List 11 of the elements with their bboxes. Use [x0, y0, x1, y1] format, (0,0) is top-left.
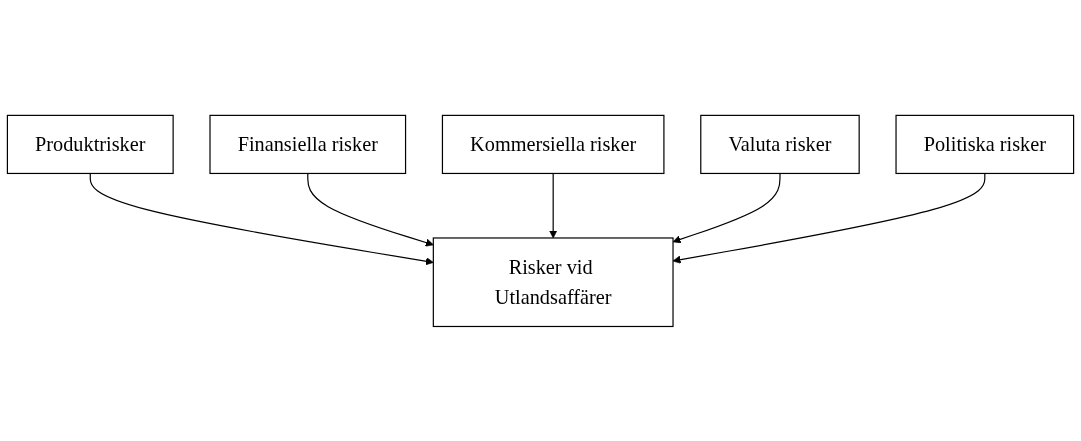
node-box: Valuta risker [700, 114, 860, 174]
node-box: Finansiella risker [209, 114, 407, 174]
node-box: Kommersiella risker [441, 114, 665, 174]
arrow [672, 172, 986, 264]
arrow [89, 172, 434, 265]
node-box: Risker vid Utlandsaffärer [432, 236, 674, 327]
arrow [307, 172, 434, 247]
arrow [672, 172, 781, 243]
node-box: Politiska risker [895, 114, 1075, 174]
node-box: Produktrisker [6, 114, 174, 174]
arrow [549, 172, 558, 238]
